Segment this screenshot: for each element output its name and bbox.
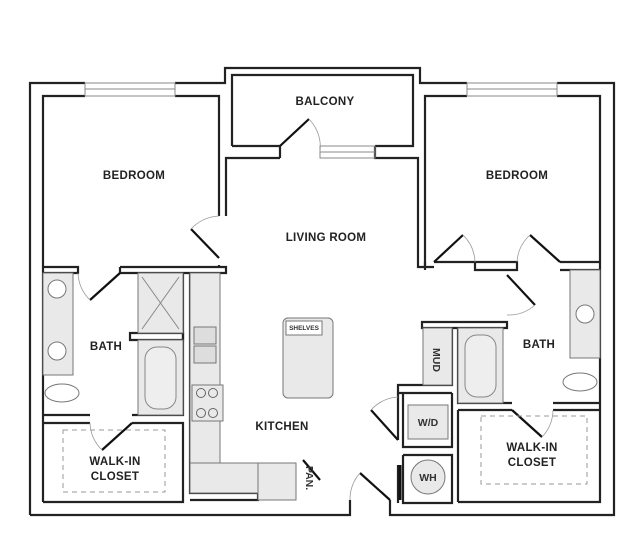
room-label-closet-right-1: WALK-IN	[506, 442, 557, 454]
room-label-bedroom-right: BEDROOM	[486, 170, 548, 182]
toilet-icon	[562, 372, 598, 392]
doors	[77, 118, 561, 501]
fixture-label-mud: MUD	[430, 348, 442, 372]
toilet-icon	[44, 383, 80, 403]
room-label-bath-right: BATH	[523, 339, 555, 351]
room-label-closet-right-2: CLOSET	[508, 457, 556, 469]
sink-icon	[47, 279, 67, 299]
kitchen-island	[282, 317, 334, 399]
pantry-cabinet	[257, 462, 297, 501]
kitchen-counter	[189, 272, 221, 464]
sink-icon	[193, 326, 217, 345]
mud-bench	[422, 327, 453, 386]
room-label-kitchen: KITCHEN	[255, 421, 308, 433]
fixture-label-pantry: PAN.	[303, 466, 315, 490]
fixture-label-wd: W/D	[418, 417, 439, 429]
fixtures	[42, 269, 601, 501]
sink-icon	[575, 304, 595, 324]
fixture-label-shelves: SHELVES	[289, 325, 320, 332]
room-label-closet-left-2: CLOSET	[91, 471, 139, 483]
room-label-living-room: LIVING ROOM	[286, 232, 367, 244]
outer-walls	[28, 66, 616, 517]
room-label-balcony: BALCONY	[296, 96, 355, 108]
windows	[84, 82, 558, 159]
room-label-bath-left: BATH	[90, 341, 122, 353]
washer-dryer	[407, 404, 449, 440]
room-label-closet-left-1: WALK-IN	[89, 456, 140, 468]
fixture-label-wh: WH	[419, 472, 437, 484]
room-label-bedroom-left: BEDROOM	[103, 170, 165, 182]
water-heater	[410, 459, 446, 495]
sink-icon	[47, 341, 67, 361]
stove-icon	[191, 384, 224, 422]
